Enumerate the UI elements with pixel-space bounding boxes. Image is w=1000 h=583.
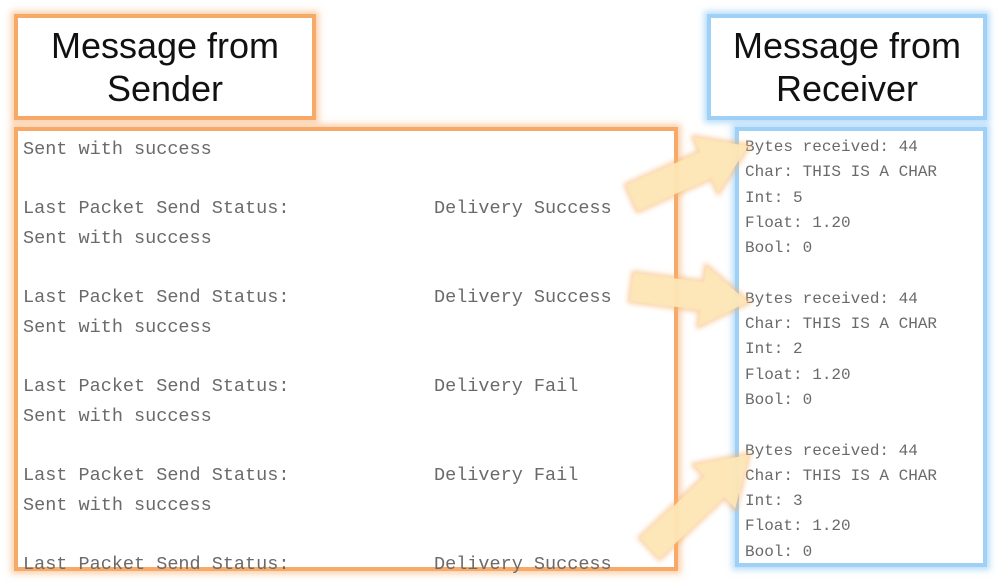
send-status-line: Last Packet Send Status: Delivery Success: [23, 550, 674, 580]
send-status-line: Last Packet Send Status: Delivery Success: [23, 283, 674, 313]
receiver-title-line1: Message from: [732, 24, 962, 66]
received-field-line: Bytes received: 44: [745, 138, 918, 156]
sent-message-line: Sent with success: [23, 405, 212, 427]
blank-line: [745, 261, 983, 286]
send-status-value: Delivery Fail: [434, 465, 579, 487]
received-field-line: Bool: 0: [745, 239, 813, 258]
received-field-line: Char: THIS IS A CHAR: [745, 315, 938, 334]
blank-line: [23, 254, 674, 284]
sent-message-line: Sent with success: [23, 227, 212, 249]
received-field-line: Bytes received: 44: [745, 441, 918, 460]
received-field-line: Int: 3: [745, 492, 803, 511]
received-field-line: Float: 1.20: [745, 517, 851, 536]
blank-line: [745, 413, 983, 438]
receiver-serial-log: Bytes received: 44 Char: THIS IS A CHAR In…: [735, 127, 987, 567]
send-status-line: Last Packet Send Status: Delivery Fail: [23, 372, 674, 402]
blank-line: [23, 342, 674, 372]
received-field-line: Char: THIS IS A CHAR: [745, 466, 938, 485]
send-status-value: Delivery Fail: [434, 376, 579, 398]
send-status-label: Last Packet Send Status:: [23, 376, 290, 398]
received-field-line: Float: 1.20: [745, 213, 851, 232]
send-status-label: Last Packet Send Status:: [23, 287, 290, 309]
send-status-label: Last Packet Send Status:: [23, 553, 290, 575]
received-field-line: Bytes received: 44: [745, 289, 918, 308]
blank-line: [23, 165, 674, 195]
blank-line: [23, 431, 674, 461]
received-field-line: Char: THIS IS A CHAR: [745, 163, 938, 182]
receiver-title-line2: Receiver: [775, 68, 919, 109]
blank-line: [23, 520, 674, 550]
send-status-label: Last Packet Send Status:: [23, 198, 290, 220]
sent-message-line: Sent with success: [23, 494, 212, 516]
received-field-line: Int: 2: [745, 340, 803, 359]
sender-title-box: Message from Sender: [14, 14, 316, 120]
sent-message-line: Sent with success: [23, 316, 212, 338]
received-field-line: Int: 5: [745, 188, 803, 207]
sent-message-line: Sent with success: [23, 139, 212, 160]
send-status-line: Last Packet Send Status: Delivery Success: [23, 194, 674, 224]
received-field-line: Bool: 0: [745, 390, 813, 409]
send-status-label: Last Packet Send Status:: [23, 465, 290, 487]
sender-title-line1: Message from: [50, 24, 280, 66]
sender-title-line2: Sender: [106, 68, 224, 109]
received-field-line: Bool: 0: [745, 542, 813, 561]
receiver-title-box: Message from Receiver: [707, 14, 987, 120]
send-status-line: Last Packet Send Status: Delivery Fail: [23, 461, 674, 491]
send-status-value: Delivery Success: [434, 553, 612, 575]
received-field-line: Float: 1.20: [745, 365, 851, 384]
send-status-value: Delivery Success: [434, 287, 612, 309]
send-status-value: Delivery Success: [434, 198, 612, 220]
